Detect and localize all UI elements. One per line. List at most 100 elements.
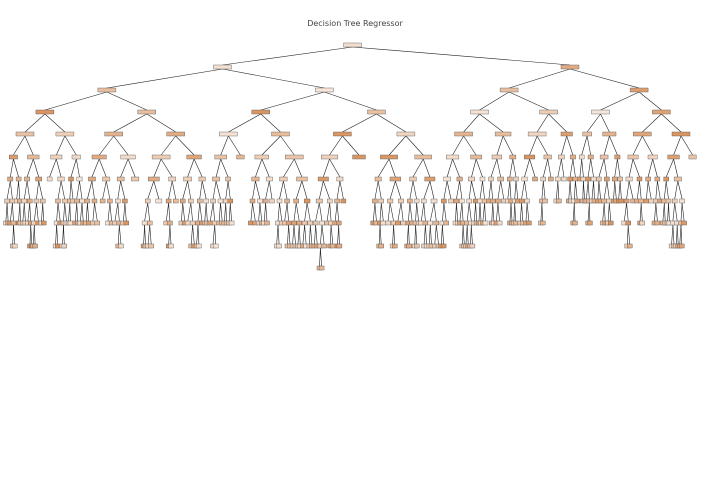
tree-node bbox=[591, 109, 610, 115]
tree-node bbox=[222, 198, 229, 204]
tree-edge bbox=[199, 180, 203, 200]
tree-edge bbox=[414, 224, 416, 245]
tree-edge bbox=[479, 202, 482, 222]
tree-edge bbox=[490, 158, 498, 178]
tree-node bbox=[168, 243, 174, 249]
tree-edge bbox=[452, 158, 460, 178]
tree-edge bbox=[436, 224, 439, 245]
tree-edge bbox=[632, 135, 643, 156]
tree-edge bbox=[613, 180, 615, 200]
tree-edge bbox=[409, 180, 414, 200]
tree-edge bbox=[204, 202, 207, 222]
tree-edge bbox=[441, 224, 443, 245]
tree-node bbox=[50, 154, 63, 160]
tree-node bbox=[219, 131, 238, 137]
tree-node bbox=[27, 154, 40, 160]
tree-node bbox=[33, 198, 40, 204]
tree-edge bbox=[509, 68, 571, 89]
tree-edge bbox=[284, 202, 288, 222]
tree-node bbox=[227, 198, 234, 204]
tree-node bbox=[94, 220, 101, 226]
tree-edge bbox=[589, 202, 591, 222]
tree-edge bbox=[397, 202, 402, 222]
tree-node bbox=[430, 198, 438, 204]
tree-edge bbox=[168, 202, 171, 222]
tree-edge bbox=[286, 202, 289, 222]
tree-edge bbox=[13, 224, 15, 245]
tree-edge bbox=[482, 180, 485, 200]
tree-node bbox=[186, 154, 202, 160]
tree-edge bbox=[38, 180, 43, 200]
tree-node bbox=[196, 198, 203, 204]
tree-node bbox=[385, 220, 391, 226]
tree-node bbox=[251, 176, 260, 182]
tree-node bbox=[173, 198, 179, 204]
tree-node bbox=[217, 198, 224, 204]
tree-edge bbox=[228, 113, 261, 133]
tree-edge bbox=[520, 202, 522, 222]
tree-node bbox=[608, 220, 614, 226]
tree-edge bbox=[70, 180, 74, 200]
tree-edge bbox=[319, 202, 323, 222]
tree-edge bbox=[471, 158, 477, 178]
tree-edge bbox=[13, 158, 19, 178]
tree-edge bbox=[260, 113, 281, 133]
tree-edge bbox=[91, 158, 100, 178]
tree-edge bbox=[113, 113, 147, 133]
tree-edge bbox=[581, 158, 584, 178]
tree-edge bbox=[258, 202, 261, 222]
tree-node bbox=[459, 198, 465, 204]
tree-edge bbox=[168, 180, 173, 200]
tree-edge bbox=[406, 224, 409, 245]
tree-edge bbox=[423, 180, 431, 200]
tree-edge bbox=[329, 158, 341, 178]
tree-node bbox=[570, 154, 576, 160]
tree-edge bbox=[225, 180, 229, 200]
tree-edge bbox=[279, 180, 284, 200]
tree-edge bbox=[220, 158, 229, 178]
tree-edge bbox=[484, 202, 486, 222]
tree-edge bbox=[676, 224, 679, 245]
tree-node bbox=[91, 198, 98, 204]
tree-node bbox=[185, 220, 191, 226]
tree-edge bbox=[614, 180, 617, 200]
tree-edge bbox=[541, 202, 543, 222]
tree-edge bbox=[329, 202, 332, 222]
tree-edge bbox=[566, 135, 574, 156]
tree-edge bbox=[627, 224, 629, 245]
tree-node bbox=[107, 198, 113, 204]
tree-edge bbox=[293, 224, 296, 245]
tree-edge bbox=[187, 158, 195, 178]
tree-node bbox=[144, 198, 151, 204]
tree-node bbox=[336, 220, 342, 226]
tree-edge bbox=[324, 91, 377, 111]
tree-edge bbox=[212, 180, 217, 200]
tree-node bbox=[213, 64, 232, 70]
tree-edge bbox=[672, 202, 675, 222]
tree-edge bbox=[569, 180, 572, 200]
tree-edge bbox=[321, 224, 325, 245]
tree-edge bbox=[395, 180, 402, 200]
tree-edge bbox=[593, 180, 595, 200]
tree-node bbox=[456, 176, 463, 182]
tree-edge bbox=[479, 113, 504, 133]
tree-node bbox=[285, 154, 304, 160]
tree-node bbox=[645, 176, 651, 182]
tree-node bbox=[61, 243, 67, 249]
tree-edge bbox=[470, 224, 472, 245]
tree-edge bbox=[479, 180, 483, 200]
tree-node bbox=[35, 109, 55, 115]
tree-node bbox=[265, 176, 273, 182]
tree-node bbox=[389, 176, 402, 182]
tree-edge bbox=[149, 224, 152, 245]
tree-node bbox=[495, 198, 501, 204]
tree-edge bbox=[306, 202, 311, 222]
tree-edge bbox=[434, 224, 437, 245]
tree-edge bbox=[190, 224, 193, 245]
tree-edge bbox=[334, 202, 338, 222]
tree-node bbox=[123, 220, 130, 226]
tree-node bbox=[540, 176, 546, 182]
tree-node bbox=[68, 176, 74, 182]
tree-node bbox=[470, 109, 489, 115]
